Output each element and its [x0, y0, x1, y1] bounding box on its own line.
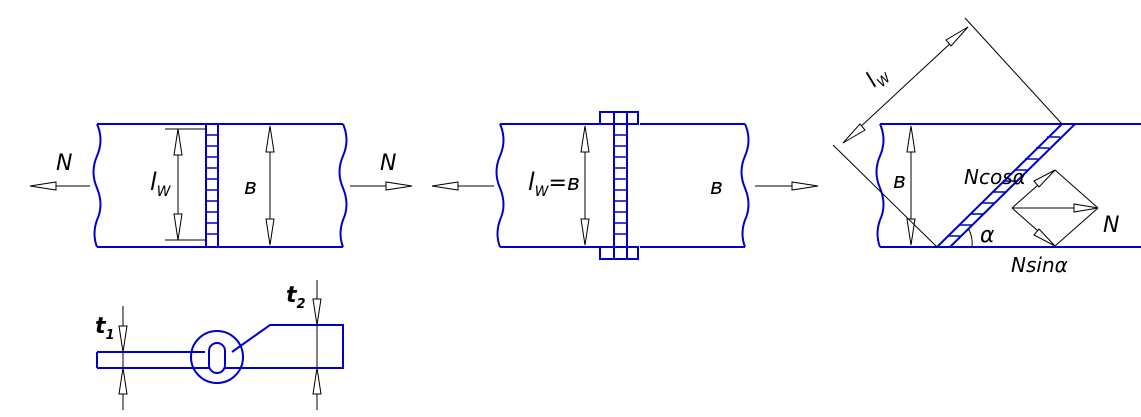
plate-width-dimension	[906, 125, 916, 246]
thick-plate	[225, 324, 344, 369]
weld-length-label: lW	[150, 168, 172, 200]
weld-length-dimension	[165, 128, 206, 241]
weld-detail-circle	[190, 330, 244, 384]
weld-seam	[205, 123, 219, 248]
thin-plate	[96, 351, 210, 369]
force-arrow-right	[755, 181, 819, 191]
thickness-1-label: t1	[95, 314, 115, 343]
panel-cover-plates: lW=в в	[431, 111, 819, 260]
plate-width-label: в	[893, 169, 906, 194]
plate-outline	[495, 123, 750, 248]
plate-width-dimension	[265, 125, 275, 246]
panel-lap-section: t1 t2	[95, 280, 344, 410]
weld-width-dimension	[580, 125, 590, 246]
force-arrow-right	[350, 181, 413, 191]
oblique-weld-length-label: lW	[861, 60, 895, 94]
thickness-2-dimension	[312, 280, 322, 410]
force-arrow-left	[431, 181, 494, 191]
force-arrow-left	[29, 181, 90, 191]
force-label-right: N	[380, 151, 396, 176]
weld-slot	[208, 342, 226, 374]
panel-butt-weld: lW в N N	[29, 123, 413, 248]
force-sin-label: Nsinα	[1011, 253, 1068, 277]
angle-arc	[967, 227, 973, 248]
angle-label: α	[980, 223, 995, 248]
oblique-weld-seam	[936, 123, 1076, 248]
thickness-2-label: t2	[286, 283, 306, 312]
weld-equals-width-label: lW=в	[528, 168, 580, 200]
panel-oblique-weld: в lW N Ncosα Nsinα α	[832, 17, 1141, 277]
plate-outline	[92, 123, 348, 248]
thickness-1-dimension	[118, 306, 128, 410]
force-cos-label: Ncosα	[964, 165, 1026, 189]
force-label-left: N	[56, 151, 72, 176]
force-decomposition	[1011, 169, 1099, 247]
plate-width-label: в	[244, 175, 257, 200]
cover-plates	[599, 111, 639, 260]
plate-width-label: в	[710, 175, 723, 200]
plate-outline	[875, 123, 1141, 248]
force-n-label: N	[1103, 213, 1119, 238]
oblique-weld-length-dimension	[832, 17, 1063, 248]
